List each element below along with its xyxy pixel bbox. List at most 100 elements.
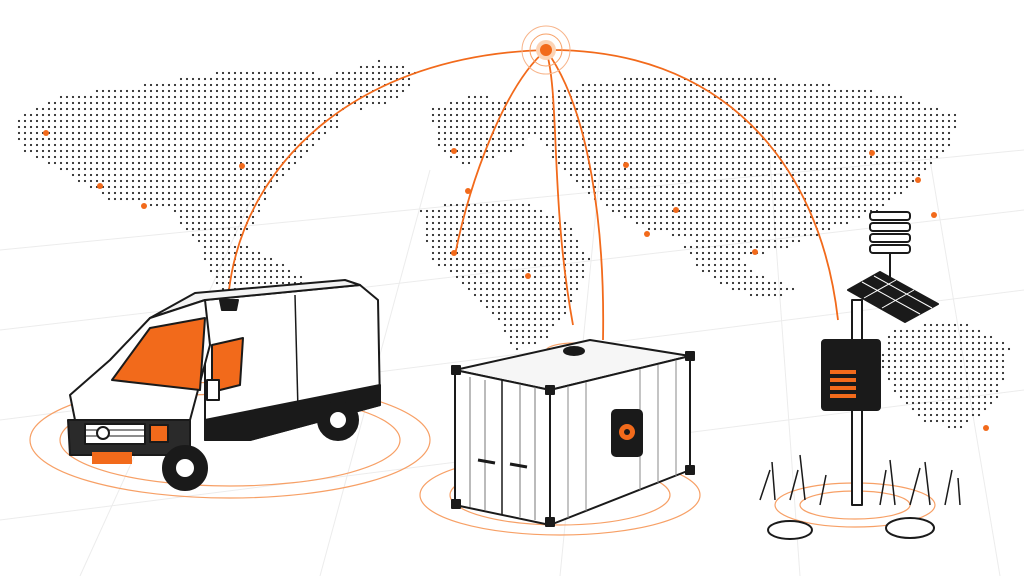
map-dot <box>197 119 201 123</box>
map-dot <box>677 203 681 207</box>
map-dot <box>245 203 249 207</box>
map-dot <box>137 167 141 171</box>
map-dot <box>605 95 609 99</box>
map-dot <box>971 407 975 411</box>
map-dot <box>881 107 885 111</box>
map-dot <box>263 125 267 129</box>
map-dot <box>479 107 483 111</box>
map-dot <box>689 125 693 129</box>
map-dot <box>767 161 771 165</box>
map-dot <box>359 77 363 81</box>
map-dot <box>863 191 867 195</box>
map-dot <box>269 257 273 261</box>
map-dot <box>431 251 435 255</box>
map-dot <box>791 149 795 153</box>
map-dot <box>713 137 717 141</box>
map-dot <box>923 365 927 369</box>
map-dot <box>983 401 987 405</box>
map-dot <box>833 203 837 207</box>
map-dot <box>521 227 525 231</box>
map-dot <box>275 89 279 93</box>
map-dot <box>545 245 549 249</box>
map-dot <box>527 233 531 237</box>
map-dot <box>221 149 225 153</box>
map-dot <box>275 113 279 117</box>
map-dot <box>815 185 819 189</box>
map-dot <box>857 107 861 111</box>
map-dot <box>233 233 237 237</box>
map-dot <box>695 203 699 207</box>
map-dot <box>485 155 489 159</box>
map-dot <box>83 149 87 153</box>
map-dot <box>281 71 285 75</box>
map-dot <box>641 137 645 141</box>
map-dot <box>515 113 519 117</box>
map-dot <box>101 119 105 123</box>
map-dot <box>761 227 765 231</box>
map-dot <box>611 137 615 141</box>
map-dot <box>749 131 753 135</box>
map-dot <box>209 107 213 111</box>
map-dot <box>125 161 129 165</box>
map-dot <box>623 113 627 117</box>
map-dot <box>551 275 555 279</box>
map-dot <box>287 131 291 135</box>
map-dot <box>683 137 687 141</box>
map-dot <box>821 191 825 195</box>
map-dot <box>545 107 549 111</box>
map-dot <box>563 95 567 99</box>
map-dot <box>761 167 765 171</box>
map-dot <box>797 89 801 93</box>
map-dot <box>527 203 531 207</box>
map-dot <box>173 89 177 93</box>
map-dot <box>905 167 909 171</box>
map-dot <box>569 149 573 153</box>
map-dot <box>767 215 771 219</box>
map-dot <box>785 179 789 183</box>
map-dot <box>503 101 507 105</box>
map-dot <box>563 311 567 315</box>
map-dot <box>509 137 513 141</box>
map-dot <box>293 125 297 129</box>
map-dot <box>299 101 303 105</box>
map-dot <box>731 161 735 165</box>
map-dot <box>209 125 213 129</box>
map-dot <box>635 203 639 207</box>
map-dot <box>317 113 321 117</box>
map-dot <box>185 155 189 159</box>
map-dot <box>251 155 255 159</box>
map-dot <box>995 353 999 357</box>
map-dot <box>617 101 621 105</box>
weather-station-icon <box>759 211 961 540</box>
map-dot <box>725 221 729 225</box>
map-dot <box>455 221 459 225</box>
map-dot <box>683 95 687 99</box>
map-dot <box>563 113 567 117</box>
map-dot <box>611 161 615 165</box>
map-dot <box>797 101 801 105</box>
map-dot <box>533 323 537 327</box>
map-dot <box>695 209 699 213</box>
map-dot <box>179 185 183 189</box>
map-dot <box>167 131 171 135</box>
map-dot <box>515 233 519 237</box>
map-dot <box>821 215 825 219</box>
map-dot <box>731 131 735 135</box>
map-dot <box>671 107 675 111</box>
map-dot <box>257 119 261 123</box>
map-dot <box>707 269 711 273</box>
map-dot <box>665 101 669 105</box>
map-dot <box>767 197 771 201</box>
map-dot <box>437 113 441 117</box>
map-dot <box>743 107 747 111</box>
map-dot <box>875 167 879 171</box>
map-dot <box>929 341 933 345</box>
map-dot <box>767 179 771 183</box>
map-dot <box>539 227 543 231</box>
map-dot <box>245 167 249 171</box>
map-dot <box>689 185 693 189</box>
map-dot <box>641 125 645 129</box>
map-dot <box>911 359 915 363</box>
map-dot <box>833 95 837 99</box>
map-dot <box>767 209 771 213</box>
